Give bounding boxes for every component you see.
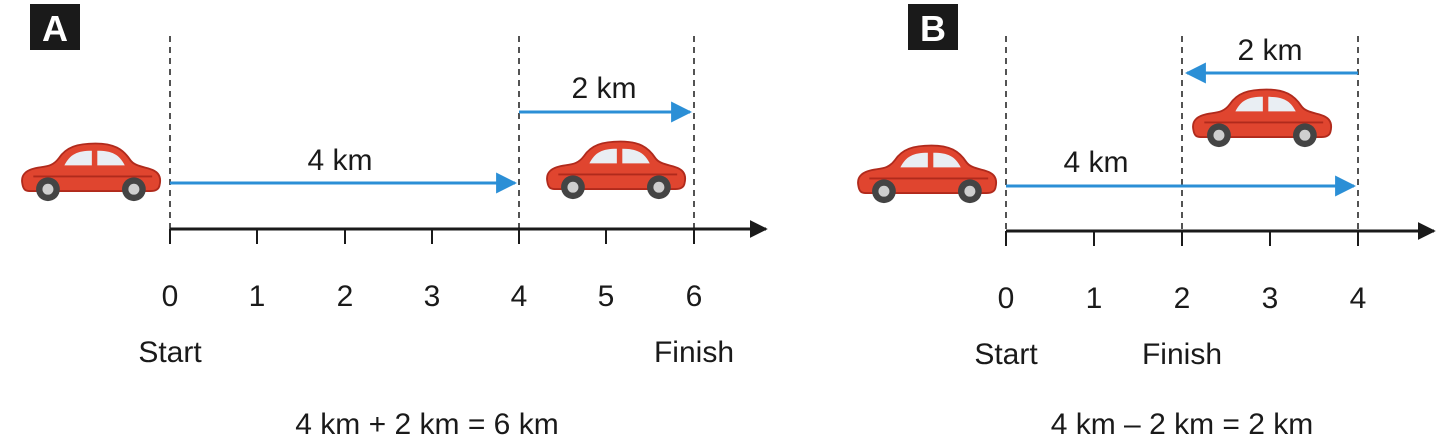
tick-label: 1 — [1086, 282, 1103, 315]
tick-label: 5 — [598, 280, 615, 313]
car-start — [857, 144, 998, 204]
tick-label: 4 — [511, 280, 528, 313]
tick-labels: 0 1 2 3 4 5 6 — [162, 280, 703, 313]
tick-label: 3 — [1262, 282, 1279, 315]
start-label: Start — [974, 338, 1038, 371]
arrow-4km-label: 4 km — [1063, 146, 1128, 179]
tick-label: 6 — [686, 280, 703, 313]
panel-a: A 4 km 2 km 0 1 2 3 4 5 — [21, 4, 768, 441]
panel-b-badge — [908, 4, 958, 50]
tick-label: 1 — [249, 280, 266, 313]
tick-labels: 0 1 2 3 4 — [998, 282, 1367, 315]
car-finish — [546, 140, 687, 200]
tick-label: 2 — [1174, 282, 1191, 315]
arrow-2km-label: 2 km — [1237, 34, 1302, 67]
tick-label: 0 — [998, 282, 1015, 315]
tick-marks — [1005, 231, 1359, 246]
tick-label: 3 — [424, 280, 441, 313]
tick-label: 2 — [337, 280, 354, 313]
equation: 4 km + 2 km = 6 km — [295, 408, 558, 441]
tick-label: 4 — [1350, 282, 1367, 315]
tick-marks — [169, 229, 695, 244]
start-label: Start — [138, 336, 202, 369]
car-turnaround — [1192, 88, 1333, 148]
finish-label: Finish — [1142, 338, 1222, 371]
panel-a-badge — [30, 4, 80, 50]
finish-label: Finish — [654, 336, 734, 369]
tick-label: 0 — [162, 280, 179, 313]
panel-a-badge-label: A — [42, 8, 68, 49]
arrow-4km-label: 4 km — [307, 144, 372, 177]
equation: 4 km – 2 km = 2 km — [1051, 408, 1314, 441]
panel-b: B 4 km 2 km 0 1 2 3 4 Start Finish — [857, 4, 1436, 441]
arrow-2km-label: 2 km — [571, 72, 636, 105]
panel-b-badge-label: B — [920, 8, 946, 49]
car-start — [21, 142, 162, 202]
